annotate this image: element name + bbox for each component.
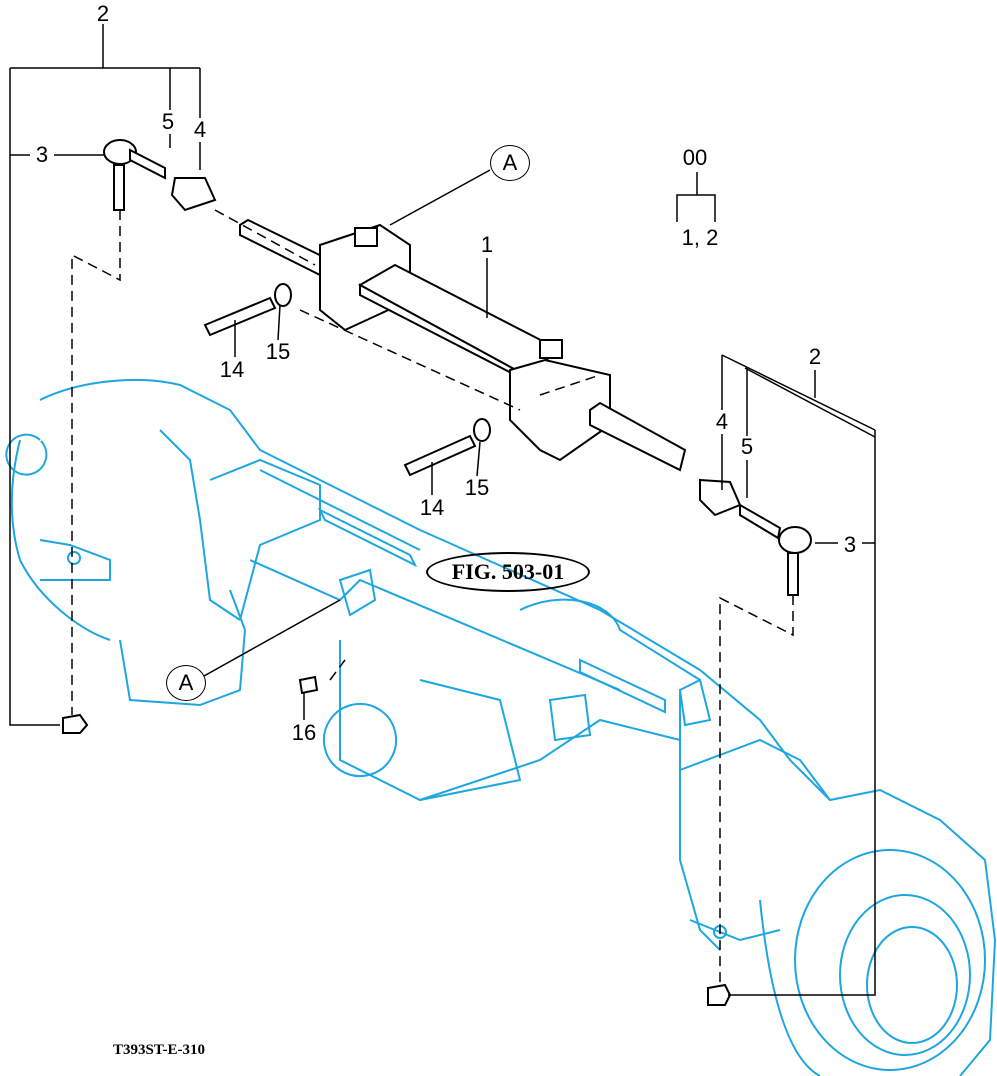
view-marker-a-bottom: A [166, 665, 206, 701]
figure-reference-label: FIG. 503-01 [451, 559, 565, 584]
callout-15-right: 15 [464, 475, 490, 500]
callout-1-cylinder: 1 [480, 232, 494, 257]
callout-3-right: 3 [843, 532, 857, 557]
axle-housing [5, 379, 997, 1076]
view-marker-label: A [178, 670, 194, 695]
view-marker-label: A [502, 150, 518, 175]
callout-16: 16 [291, 720, 317, 745]
callout-5-left: 5 [161, 109, 175, 134]
figure-code: T393ST-E-310 [113, 1042, 205, 1058]
callout-14-left: 14 [219, 357, 245, 382]
callout-14-right: 14 [419, 495, 445, 520]
callout-4-left: 4 [193, 117, 207, 142]
leader-lines [9, 24, 876, 996]
assembly-children: 1, 2 [681, 225, 719, 250]
callout-4-right: 4 [715, 409, 729, 434]
callout-5-right: 5 [740, 434, 754, 459]
callout-3-left: 3 [35, 142, 49, 167]
figure-reference-link[interactable]: FIG. 503-01 [426, 552, 590, 592]
callout-2-left: 2 [96, 1, 110, 26]
dashed-hidden-lines [71, 209, 794, 985]
callout-15-left: 15 [265, 339, 291, 364]
view-marker-a-top: A [490, 145, 530, 181]
tie-rods [62, 139, 812, 1006]
assembly-parent: 00 [682, 145, 708, 170]
steering-cylinder [239, 218, 687, 472]
callout-2-right: 2 [808, 344, 822, 369]
